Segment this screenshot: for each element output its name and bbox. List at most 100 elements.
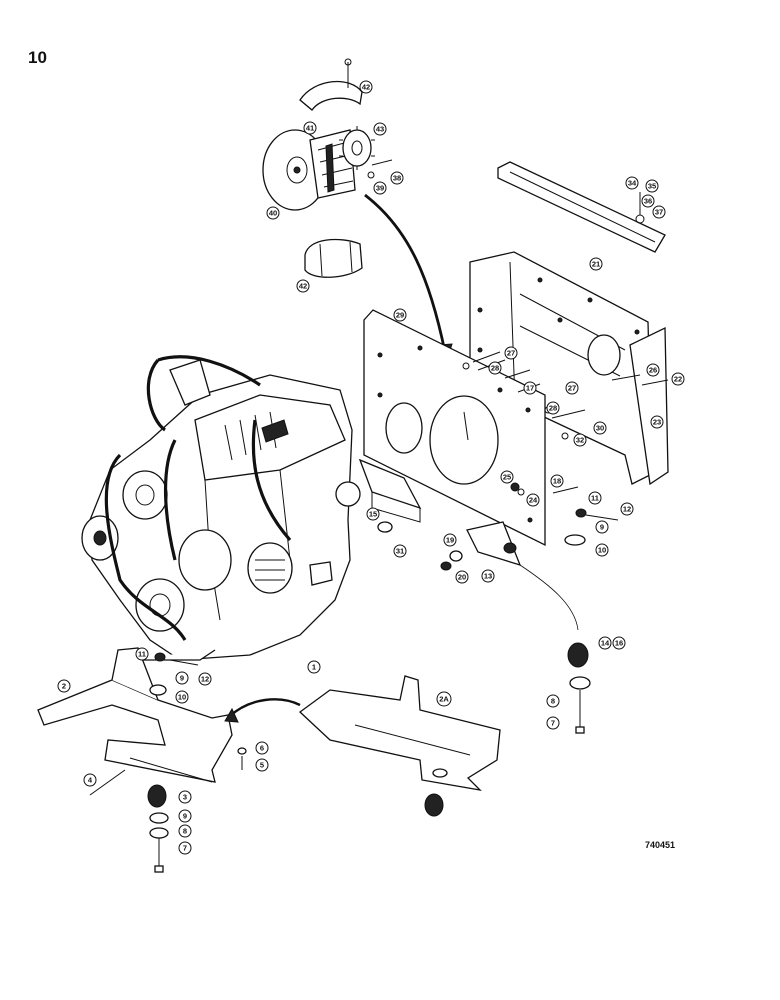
assembly-arrow bbox=[364, 193, 447, 353]
svg-text:22: 22 bbox=[674, 375, 682, 384]
svg-text:38: 38 bbox=[393, 174, 401, 183]
arrow-head-2 bbox=[224, 707, 239, 723]
callout-27: 27 bbox=[504, 346, 518, 360]
callout-13: 13 bbox=[481, 569, 495, 583]
callout-24: 24 bbox=[526, 493, 540, 507]
svg-text:4: 4 bbox=[88, 776, 93, 785]
svg-text:28: 28 bbox=[549, 404, 557, 413]
figure-reference-number: 740451 bbox=[645, 840, 676, 850]
svg-text:29: 29 bbox=[396, 311, 404, 320]
svg-text:19: 19 bbox=[446, 536, 454, 545]
bracket-15 bbox=[358, 458, 422, 523]
callout-16: 16 bbox=[612, 636, 626, 650]
callout-6: 6 bbox=[255, 741, 269, 755]
svg-text:17: 17 bbox=[526, 384, 534, 393]
callout-26: 26 bbox=[646, 363, 660, 377]
svg-text:7: 7 bbox=[551, 719, 555, 728]
svg-text:11: 11 bbox=[591, 494, 599, 503]
svg-text:16: 16 bbox=[615, 639, 623, 648]
bolt-38 bbox=[371, 159, 393, 166]
callout-31: 31 bbox=[393, 544, 407, 558]
svg-text:9: 9 bbox=[183, 812, 187, 821]
svg-text:37: 37 bbox=[655, 208, 663, 217]
callout-9-b: 9 bbox=[175, 671, 189, 685]
callout-28-b: 28 bbox=[546, 401, 560, 415]
svg-text:5: 5 bbox=[260, 761, 264, 770]
callout-2: 2 bbox=[57, 679, 71, 693]
callout-14: 14 bbox=[598, 636, 612, 650]
svg-text:10: 10 bbox=[598, 546, 606, 555]
callout-3: 3 bbox=[178, 790, 192, 804]
svg-text:20: 20 bbox=[458, 573, 466, 582]
svg-text:42: 42 bbox=[362, 83, 370, 92]
callout-42-lower: 42 bbox=[296, 279, 310, 293]
callout-42: 42 bbox=[359, 80, 373, 94]
svg-text:18: 18 bbox=[553, 477, 561, 486]
svg-text:11: 11 bbox=[138, 650, 146, 659]
callout-1: 1 bbox=[307, 660, 321, 674]
callout-8-b: 8 bbox=[178, 824, 192, 838]
callout-9: 9 bbox=[595, 520, 609, 534]
callout-2A: 2A bbox=[436, 691, 452, 707]
callout-20: 20 bbox=[455, 570, 469, 584]
adapter-plate bbox=[363, 309, 546, 547]
svg-text:1: 1 bbox=[312, 663, 316, 672]
callout-32: 32 bbox=[573, 433, 587, 447]
callout-15: 15 bbox=[366, 507, 380, 521]
svg-text:42: 42 bbox=[299, 282, 307, 291]
svg-text:12: 12 bbox=[623, 505, 631, 514]
svg-text:12: 12 bbox=[201, 675, 209, 684]
callout-7: 7 bbox=[546, 716, 560, 730]
callout-34: 34 bbox=[625, 176, 639, 190]
svg-text:25: 25 bbox=[503, 473, 511, 482]
callout-10-b: 10 bbox=[175, 690, 189, 704]
callout-18: 18 bbox=[550, 474, 564, 488]
callout-29: 29 bbox=[393, 308, 407, 322]
leader-to-mount bbox=[519, 564, 579, 631]
svg-text:21: 21 bbox=[592, 260, 600, 269]
callout-8: 8 bbox=[546, 694, 560, 708]
svg-text:34: 34 bbox=[628, 179, 637, 188]
assembly-arrow-2 bbox=[229, 698, 301, 717]
svg-text:14: 14 bbox=[601, 639, 610, 648]
washer-39 bbox=[367, 171, 375, 179]
svg-text:7: 7 bbox=[183, 844, 187, 853]
callout-22: 22 bbox=[671, 372, 685, 386]
converter-half-upper bbox=[299, 58, 363, 111]
callout-10: 10 bbox=[595, 543, 609, 557]
svg-text:13: 13 bbox=[484, 572, 492, 581]
svg-text:15: 15 bbox=[369, 510, 377, 519]
svg-text:43: 43 bbox=[376, 125, 384, 134]
callout-4: 4 bbox=[83, 773, 97, 787]
engine bbox=[81, 355, 361, 661]
svg-text:32: 32 bbox=[576, 436, 584, 445]
callout-37: 37 bbox=[652, 205, 666, 219]
callout-41: 41 bbox=[303, 121, 317, 135]
callout-9-c: 9 bbox=[178, 809, 192, 823]
svg-text:27: 27 bbox=[507, 349, 515, 358]
page-number: 10 bbox=[28, 48, 47, 67]
callout-11: 11 bbox=[588, 491, 602, 505]
callout-17: 17 bbox=[523, 381, 537, 395]
mounting-bracket-2A bbox=[298, 675, 501, 791]
svg-text:30: 30 bbox=[596, 424, 604, 433]
svg-text:2: 2 bbox=[62, 682, 66, 691]
svg-text:35: 35 bbox=[648, 182, 656, 191]
mounting-bracket-2 bbox=[37, 647, 233, 783]
cover-plate bbox=[497, 161, 666, 253]
callout-39: 39 bbox=[373, 181, 387, 195]
svg-text:2A: 2A bbox=[439, 695, 449, 704]
callout-35: 35 bbox=[645, 179, 659, 193]
svg-text:8: 8 bbox=[183, 827, 187, 836]
callout-23: 23 bbox=[650, 415, 664, 429]
callout-5: 5 bbox=[255, 758, 269, 772]
svg-text:40: 40 bbox=[269, 209, 277, 218]
callout-36: 36 bbox=[641, 194, 655, 208]
callout-40: 40 bbox=[266, 206, 280, 220]
svg-text:8: 8 bbox=[551, 697, 555, 706]
converter-half-lower bbox=[304, 238, 363, 278]
callout-30: 30 bbox=[593, 421, 607, 435]
callout-7-b: 7 bbox=[178, 841, 192, 855]
svg-text:23: 23 bbox=[653, 418, 661, 427]
